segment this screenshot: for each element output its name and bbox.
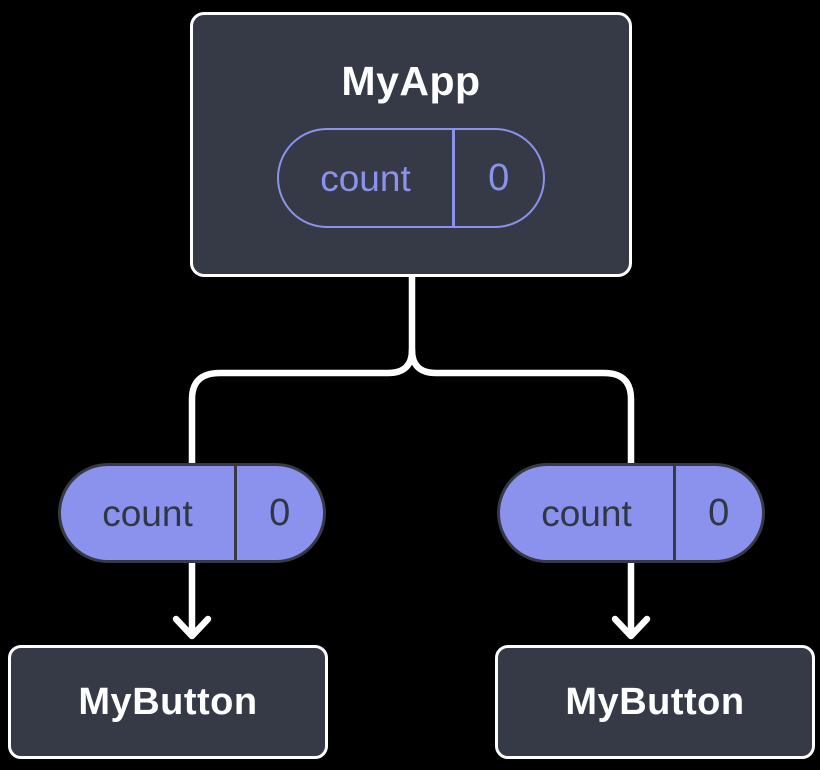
state-name: count	[102, 492, 193, 534]
node-mybutton-right: MyButton	[495, 645, 815, 759]
state-pill-left: count 0	[58, 463, 326, 563]
arrowhead-icon-right	[611, 615, 651, 640]
pill-divider	[234, 466, 237, 560]
arrowhead-icon-left	[172, 615, 212, 640]
state-pill-root: count 0	[277, 128, 545, 228]
state-name: count	[320, 157, 411, 199]
node-label: MyButton	[78, 681, 258, 723]
connector-root-to-left-child	[188, 273, 416, 634]
state-pill-right: count 0	[497, 463, 765, 563]
connector-root-to-right-child	[408, 346, 635, 634]
node-myapp: MyApp count 0	[190, 12, 632, 277]
state-value: 0	[269, 492, 291, 534]
state-value: 0	[708, 492, 730, 534]
node-label: MyApp	[341, 58, 481, 104]
state-value: 0	[488, 157, 510, 199]
pill-divider	[452, 130, 455, 226]
node-label: MyButton	[565, 681, 745, 723]
pill-divider	[673, 466, 676, 560]
node-mybutton-left: MyButton	[8, 645, 328, 759]
state-name: count	[541, 492, 632, 534]
